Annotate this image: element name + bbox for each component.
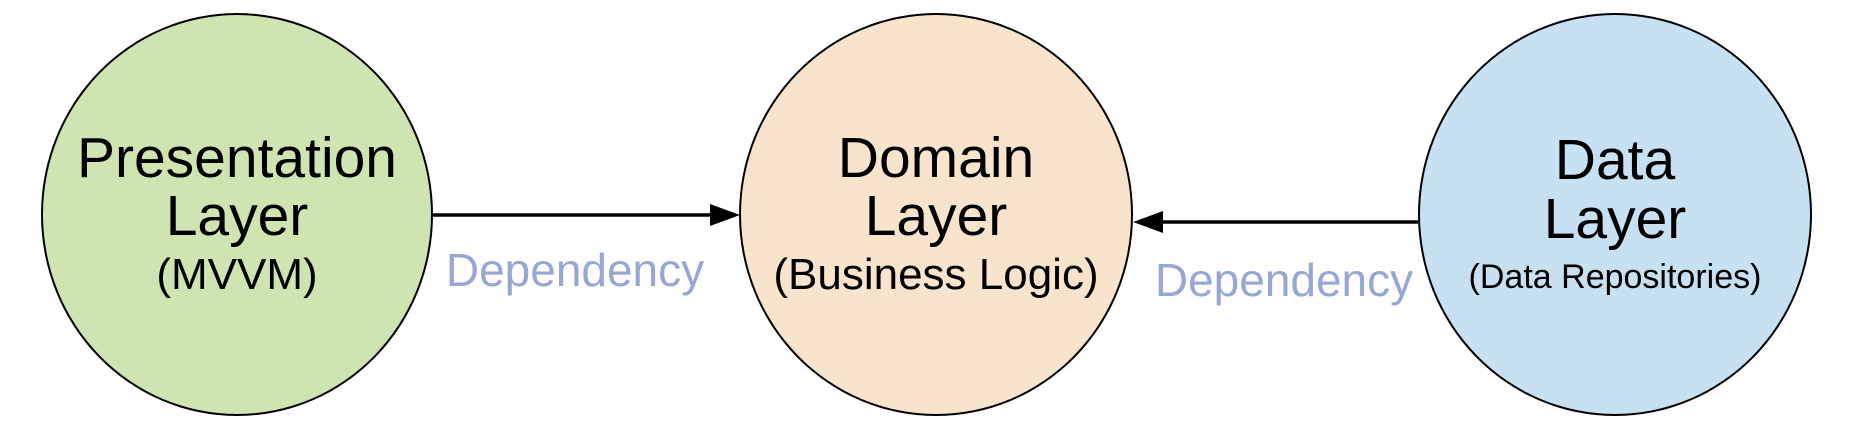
node-subtitle: (Data Repositories) <box>1468 257 1762 296</box>
node-title-line: Layer <box>864 184 1008 249</box>
node-subtitle: (MVVM) <box>156 249 318 299</box>
node-title-line: Presentation <box>76 125 398 190</box>
node-domain-layer: Domain Layer (Business Logic) <box>739 13 1133 416</box>
node-title-line: Domain <box>837 125 1035 190</box>
arrow-data-to-domain <box>1133 211 1418 233</box>
edge-label-dependency-left: Dependency <box>445 244 705 296</box>
node-presentation-layer: Presentation Layer (MVVM) <box>41 13 433 416</box>
node-title-line: Layer <box>165 184 309 249</box>
arrowhead-right-icon <box>710 204 740 226</box>
node-title-line: Layer <box>1543 187 1687 252</box>
node-subtitle: (Business Logic) <box>773 249 1099 299</box>
node-title-line: Data <box>1554 128 1676 193</box>
edge-label-dependency-right: Dependency <box>1154 254 1414 306</box>
arrowhead-left-icon <box>1133 211 1163 233</box>
node-data-layer: Data Layer (Data Repositories) <box>1418 13 1812 416</box>
arrow-presentation-to-domain <box>433 204 740 226</box>
